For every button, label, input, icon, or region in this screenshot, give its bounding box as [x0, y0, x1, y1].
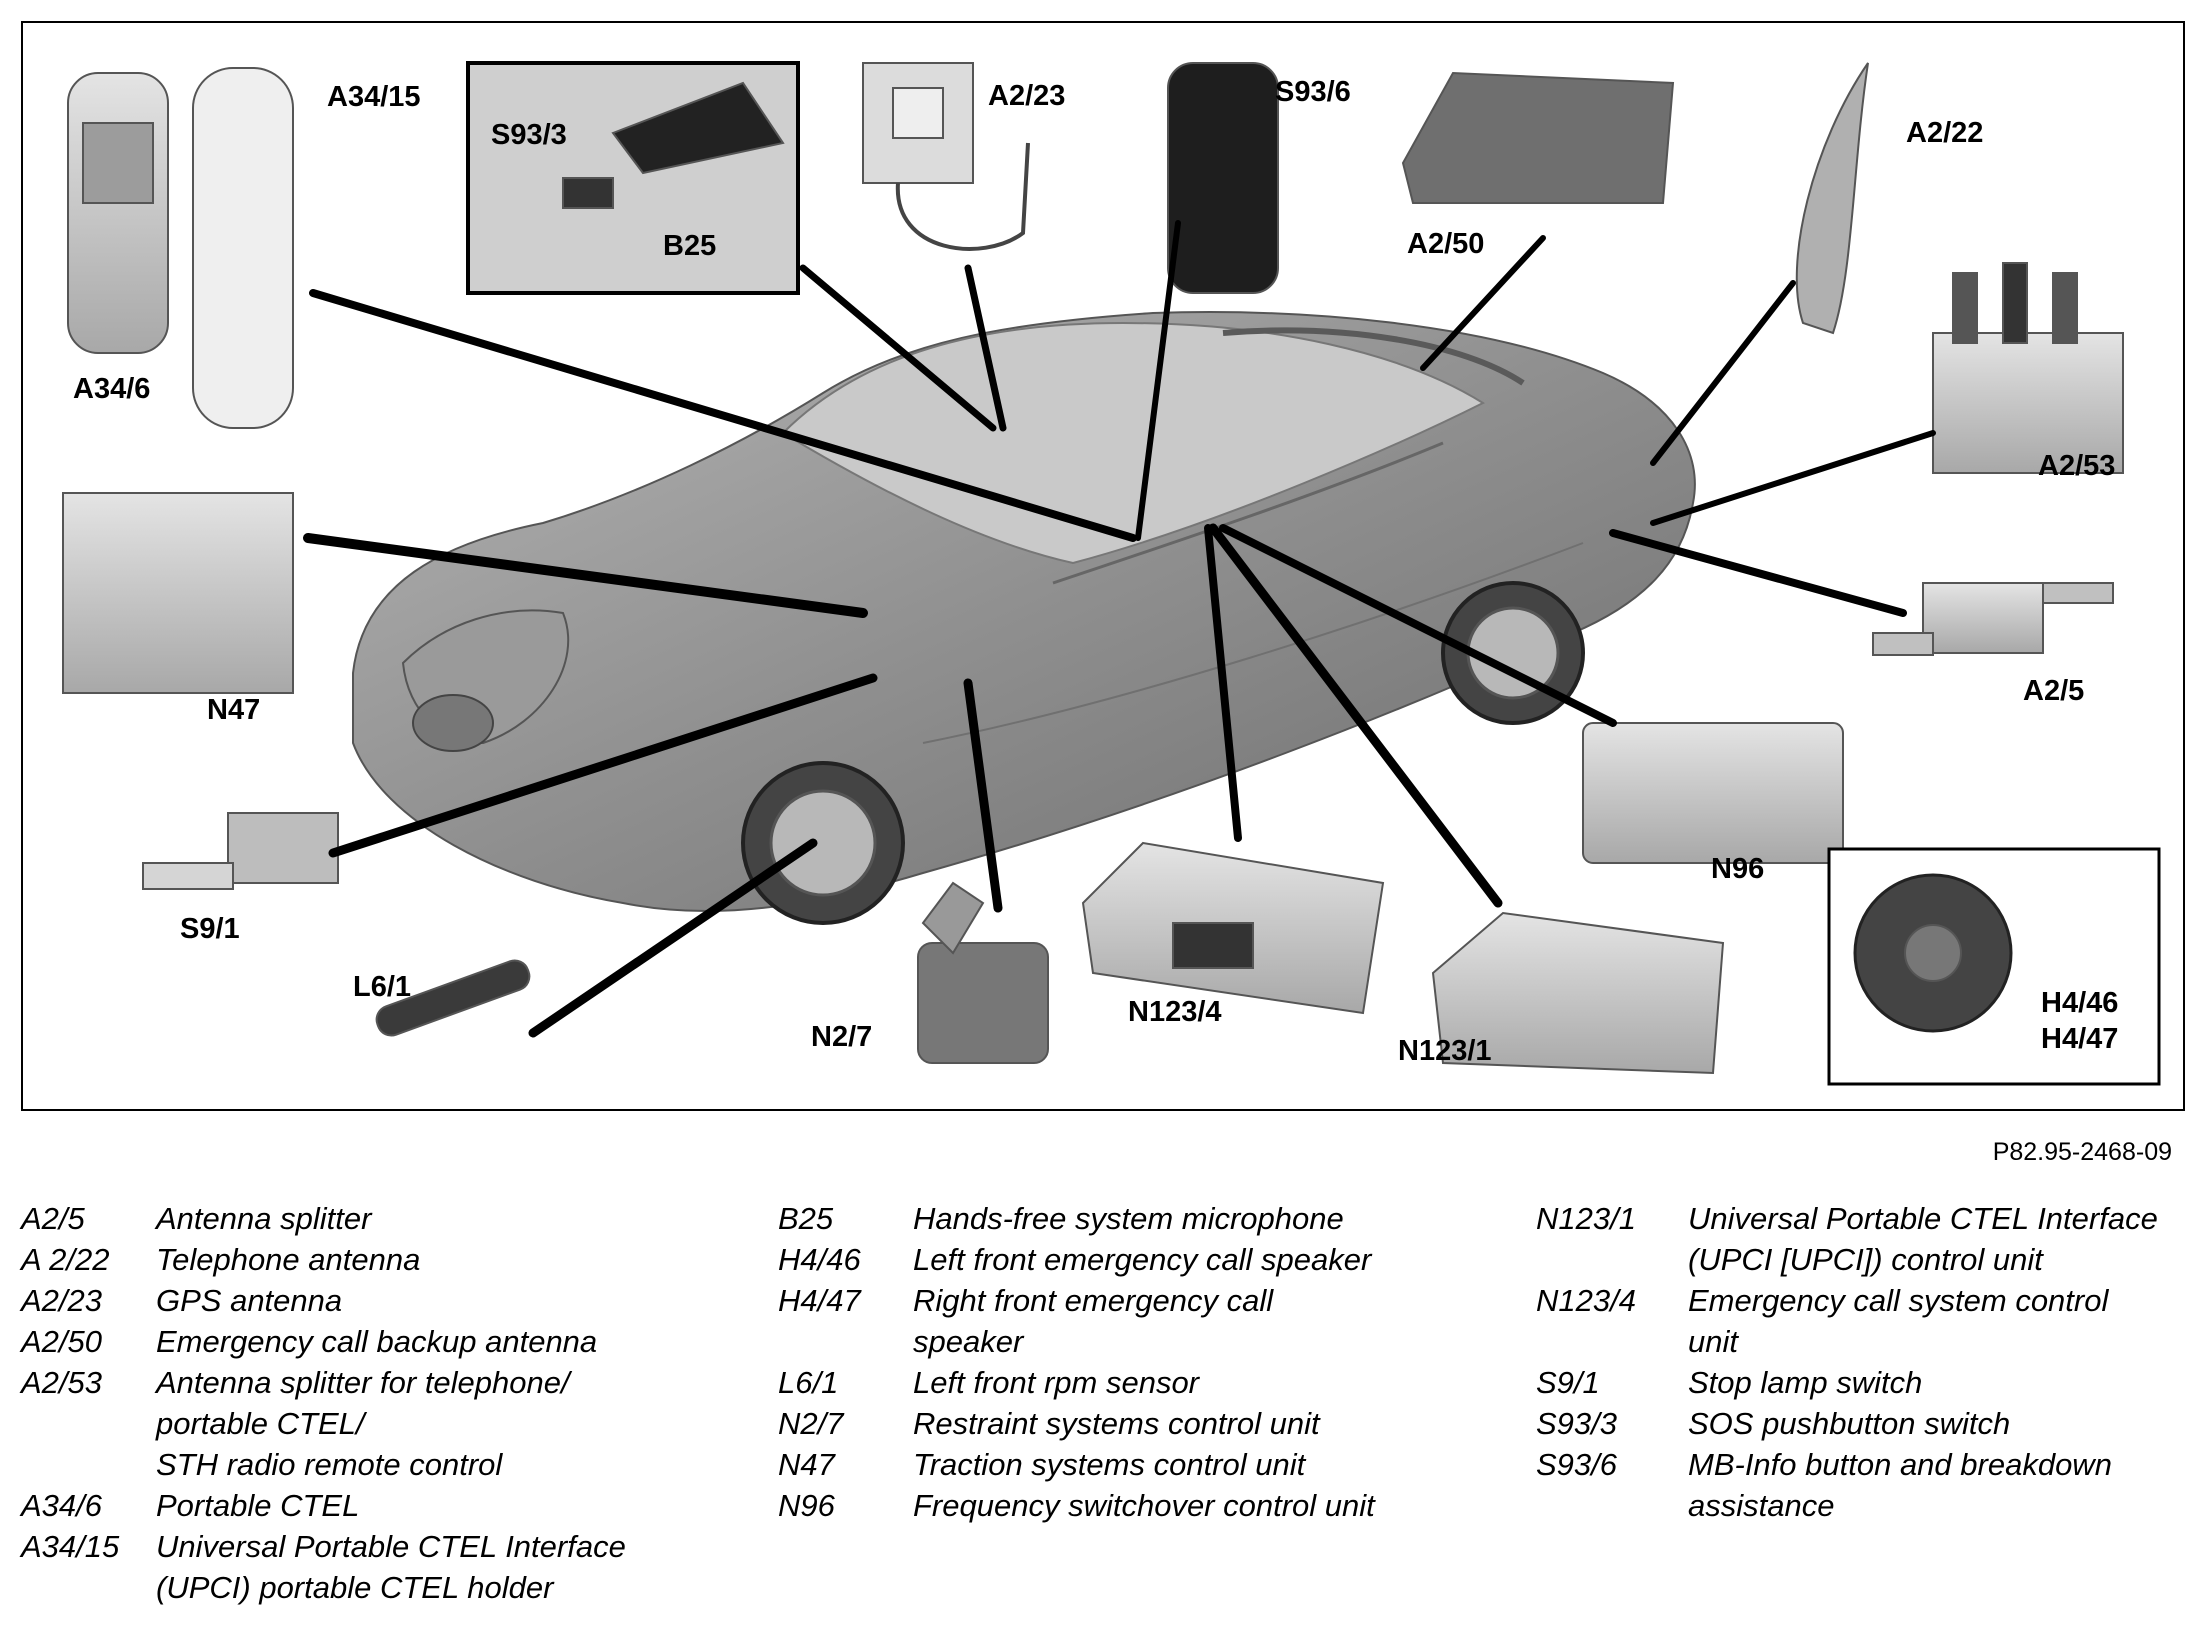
label-h4-47: H4/47 [2041, 1023, 2119, 1055]
legend-entry: A 2/22 Telephone antenna [21, 1239, 741, 1280]
label-a34-15: A34/15 [327, 81, 421, 113]
label-s93-6: S93/6 [1275, 76, 1351, 108]
car-illustration [352, 311, 1696, 925]
label-h4-46: H4/46 [2041, 987, 2119, 1019]
component-images [62, 61, 2161, 1086]
legend-code: A 2/22 [21, 1242, 110, 1277]
legend-description: Portable CTEL [156, 1488, 360, 1523]
legend-code: A2/23 [21, 1283, 103, 1318]
label-l6-1: L6/1 [353, 971, 412, 1003]
legend-description: Traction systems control unit [913, 1447, 1306, 1482]
legend-code: A2/53 [21, 1365, 103, 1400]
legend-description: Antenna splitter [156, 1201, 372, 1236]
legend-code: H4/46 [778, 1242, 861, 1277]
figure-reference: P82.95-2468-09 [1992, 1138, 2172, 1166]
legend-entry: S93/6 MB-Info button and breakdown assist… [1536, 1444, 2196, 1526]
legend-code: A34/15 [21, 1529, 120, 1564]
legend-description: Antenna splitter for telephone/ portable… [156, 1365, 570, 1482]
label-n96: N96 [1711, 853, 1765, 885]
legend-code: N123/1 [1536, 1201, 1636, 1236]
legend-column-1: A2/5 Antenna splitter A 2/22 Telephone ant… [21, 1198, 741, 1608]
legend-description: Right front emergency call speaker [913, 1283, 1274, 1359]
legend-entry: S9/1 Stop lamp switch [1536, 1362, 2196, 1403]
legend-description: SOS pushbutton switch [1688, 1406, 2011, 1441]
label-s9-1: S9/1 [180, 913, 240, 945]
legend-code: A2/50 [21, 1324, 103, 1359]
legend-entry: S93/3 SOS pushbutton switch [1536, 1403, 2196, 1444]
label-n2-7: N2/7 [811, 1021, 873, 1053]
legend-entry: A2/23 GPS antenna [21, 1280, 741, 1321]
legend-description: Restraint systems control unit [913, 1406, 1320, 1441]
legend-entry: A34/6 Portable CTEL [21, 1485, 741, 1526]
legend-code: A34/6 [21, 1488, 103, 1523]
legend-description: Emergency call system control unit [1688, 1283, 2109, 1359]
legend-entry: A2/5 Antenna splitter [21, 1198, 741, 1239]
leader-lines [303, 220, 1936, 1038]
legend-entry: B25 Hands-free system microphone [778, 1198, 1478, 1239]
label-n47: N47 [207, 694, 261, 726]
legend-description: Stop lamp switch [1688, 1365, 1923, 1400]
legend-code: L6/1 [778, 1365, 839, 1400]
label-a2-50: A2/50 [1407, 228, 1485, 260]
legend-code: A2/5 [21, 1201, 85, 1236]
legend-code: N2/7 [778, 1406, 844, 1441]
legend-description: Universal Portable CTEL Interface (UPCI)… [156, 1529, 626, 1605]
label-n123-1: N123/1 [1398, 1035, 1492, 1067]
legend-code: H4/47 [778, 1283, 861, 1318]
legend-entry: N47 Traction systems control unit [778, 1444, 1478, 1485]
legend-code: N123/4 [1536, 1283, 1636, 1318]
label-a2-23: A2/23 [988, 80, 1066, 112]
label-a2-5: A2/5 [2023, 675, 2085, 707]
label-a2-53: A2/53 [2038, 450, 2116, 482]
legend-description: Left front emergency call speaker [913, 1242, 1372, 1277]
label-s93-3: S93/3 [491, 119, 567, 151]
label-a2-22: A2/22 [1906, 117, 1984, 149]
label-a34-6: A34/6 [73, 373, 151, 405]
label-b25: B25 [663, 230, 717, 262]
legend-description: Telephone antenna [156, 1242, 421, 1277]
legend-code: S93/6 [1536, 1447, 1618, 1482]
legend-description: Frequency switchover control unit [913, 1488, 1375, 1523]
legend-description: Emergency call backup antenna [156, 1324, 598, 1359]
legend-entry: L6/1 Left front rpm sensor [778, 1362, 1478, 1403]
legend-code: N47 [778, 1447, 835, 1482]
legend-entry: A2/50 Emergency call backup antenna [21, 1321, 741, 1362]
legend-entry: H4/47 Right front emergency call speaker [778, 1280, 1478, 1362]
legend-code: B25 [778, 1201, 834, 1236]
legend-description: Hands-free system microphone [913, 1201, 1344, 1236]
legend-entry: N96 Frequency switchover control unit [778, 1485, 1478, 1526]
legend-code: N96 [778, 1488, 835, 1523]
legend-description: Universal Portable CTEL Interface (UPCI … [1688, 1201, 2158, 1277]
legend-description: GPS antenna [156, 1283, 343, 1318]
legend-entry: A34/15 Universal Portable CTEL Interface … [21, 1526, 741, 1608]
legend-description: MB-Info button and breakdown assistance [1688, 1447, 2112, 1523]
legend-code: S9/1 [1536, 1365, 1600, 1400]
component-location-diagram [62, 61, 2161, 1086]
legend-code: S93/3 [1536, 1406, 1618, 1441]
label-n123-4: N123/4 [1128, 996, 1222, 1028]
legend-column-3: N123/1 Universal Portable CTEL Interface … [1536, 1198, 2196, 1526]
legend-entry: N123/1 Universal Portable CTEL Interface … [1536, 1198, 2196, 1280]
legend-entry: H4/46 Left front emergency call speaker [778, 1239, 1478, 1280]
legend-entry: N2/7 Restraint systems control unit [778, 1403, 1478, 1444]
legend-entry: A2/53 Antenna splitter for telephone/ po… [21, 1362, 741, 1485]
legend-description: Left front rpm sensor [913, 1365, 1200, 1400]
diagram-frame: A34/15 S93/3 B25 A2/23 S93/6 A2/50 A2/22… [21, 21, 2185, 1111]
legend-entry: N123/4 Emergency call system control unit [1536, 1280, 2196, 1362]
